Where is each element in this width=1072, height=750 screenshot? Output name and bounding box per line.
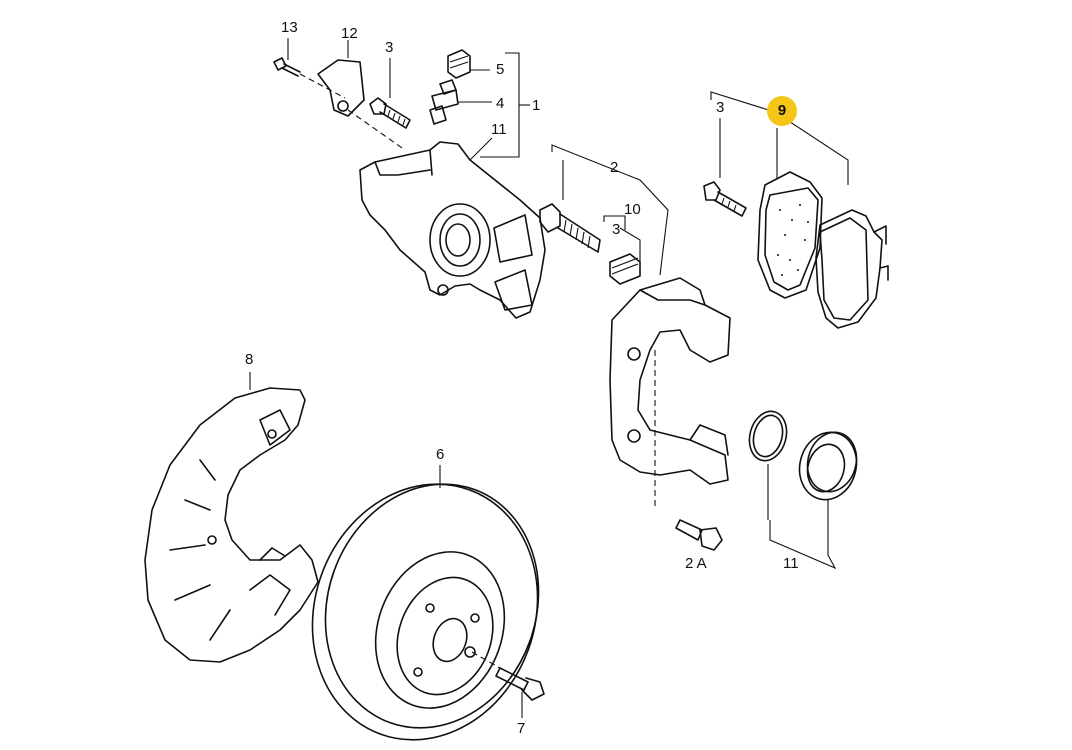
brake-pad-outer (815, 209, 889, 329)
label-11-seal: 11 (783, 555, 799, 572)
label-6: 6 (436, 446, 445, 463)
label-12: 12 (341, 25, 358, 42)
bracket-group-2 (551, 144, 669, 276)
screw-7 (471, 651, 545, 718)
dust-boot (798, 431, 858, 501)
label-3-pad: 3 (716, 99, 725, 116)
brake-disc-6 (311, 465, 540, 741)
label-3-bushing: 3 (612, 221, 621, 238)
label-11-caliper: 11 (491, 121, 507, 138)
pad-texture (777, 204, 809, 276)
splash-shield-8 (144, 372, 319, 663)
label-13: 13 (281, 19, 298, 36)
label-2a: 2 A (685, 555, 707, 572)
label-4: 4 (496, 95, 505, 112)
label-1: 1 (532, 97, 541, 114)
caliper-carrier (609, 277, 731, 510)
bolt-2a (675, 519, 723, 551)
piston-seal (748, 410, 788, 462)
guide-pin (539, 160, 601, 253)
mount-plate-12 (317, 40, 406, 151)
label-5: 5 (496, 61, 505, 78)
bolt-13 (273, 38, 346, 99)
bolt-3-caliper (369, 58, 411, 129)
bracket-group-11 (767, 464, 837, 570)
caliper-housing-11 (359, 137, 546, 319)
label-3-caliper: 3 (385, 39, 394, 56)
bracket-group-1 (480, 52, 530, 158)
brake-pad-inner (757, 128, 823, 299)
bleeder-cap-5 (447, 49, 490, 79)
label-7: 7 (517, 720, 526, 737)
label-2: 2 (610, 159, 619, 176)
bleeder-valve-4 (429, 79, 492, 125)
bolt-3-pad (703, 118, 747, 217)
label-8: 8 (245, 351, 254, 368)
label-10: 10 (624, 201, 641, 218)
label-9-highlight: 9 (767, 96, 797, 126)
bushing-10 (603, 215, 641, 285)
